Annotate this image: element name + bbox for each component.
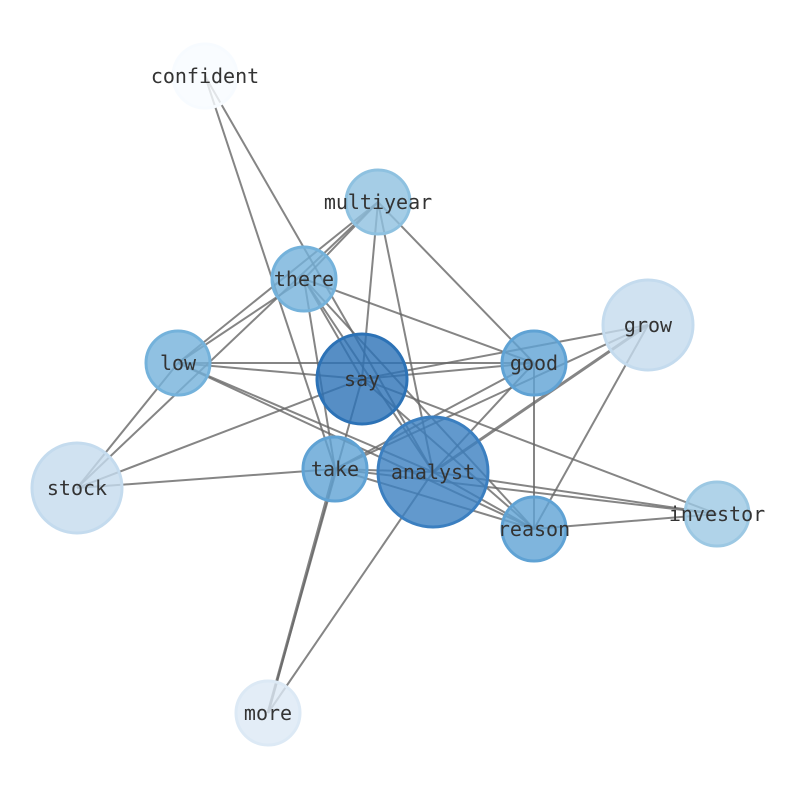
node-investor[interactable]: investor xyxy=(669,480,765,548)
node-circle xyxy=(601,278,695,372)
node-take[interactable]: take xyxy=(301,435,369,503)
node-circle xyxy=(270,245,338,313)
node-label: confident xyxy=(151,64,259,88)
node-circle xyxy=(315,332,409,426)
node-circle xyxy=(344,168,412,236)
node-there[interactable]: there xyxy=(270,245,338,313)
edge-multiyear-good xyxy=(377,201,535,364)
node-grow[interactable]: grow xyxy=(601,278,695,372)
edge-say-investor xyxy=(361,378,718,515)
node-label: stock xyxy=(47,476,107,500)
node-circle xyxy=(234,679,302,747)
node-analyst[interactable]: analyst xyxy=(376,415,490,529)
node-label: grow xyxy=(624,313,673,337)
node-circle xyxy=(144,329,212,397)
node-label: analyst xyxy=(391,460,475,484)
node-label: multiyear xyxy=(324,190,432,214)
node-label: reason xyxy=(498,517,570,541)
node-label: take xyxy=(311,457,359,481)
node-label: say xyxy=(344,367,380,391)
node-circle xyxy=(30,441,124,535)
edge-there-good xyxy=(303,278,535,364)
node-label: low xyxy=(160,351,197,375)
edge-say-stock xyxy=(76,378,363,489)
node-reason[interactable]: reason xyxy=(498,495,570,563)
node-say[interactable]: say xyxy=(315,332,409,426)
node-low[interactable]: low xyxy=(144,329,212,397)
node-label: investor xyxy=(669,502,765,526)
node-multiyear[interactable]: multiyear xyxy=(324,168,432,236)
edge-multiyear-stock xyxy=(76,201,379,489)
node-label: there xyxy=(274,267,334,291)
nodes: confident multiyear there low say good grow sto… xyxy=(30,42,765,747)
edge-confident-take xyxy=(204,75,336,470)
node-circle xyxy=(500,495,568,563)
node-stock[interactable]: stock xyxy=(30,441,124,535)
node-confident[interactable]: confident xyxy=(151,42,259,110)
node-circle xyxy=(171,42,239,110)
edge-take-more xyxy=(266,468,337,714)
node-more[interactable]: more xyxy=(234,679,302,747)
node-circle xyxy=(683,480,751,548)
node-label: good xyxy=(510,351,558,375)
node-good[interactable]: good xyxy=(500,329,568,397)
node-label: more xyxy=(244,701,292,725)
node-circle xyxy=(376,415,490,529)
node-circle xyxy=(301,435,369,503)
node-circle xyxy=(500,329,568,397)
